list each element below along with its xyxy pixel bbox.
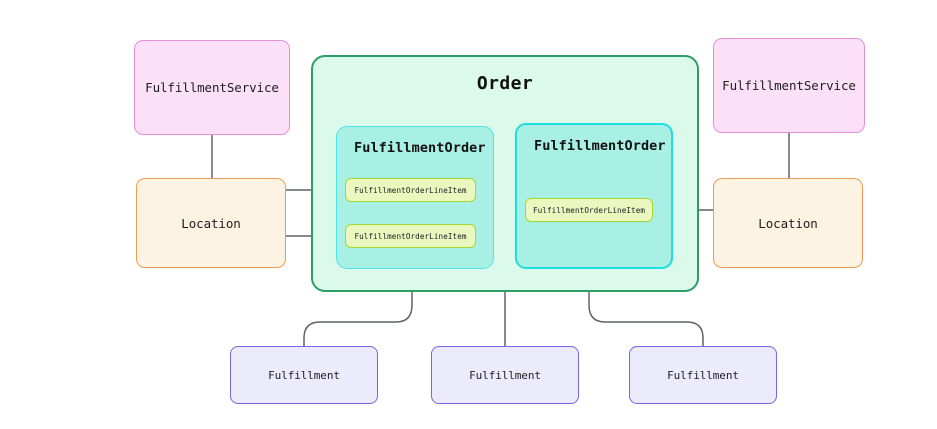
fulfillment-order-line-item-2[interactable]: FulfillmentOrderLineItem	[345, 224, 476, 248]
fulfillment-service-left[interactable]: FulfillmentService	[134, 40, 290, 135]
location-left-label: Location	[181, 215, 241, 231]
location-left[interactable]: Location	[136, 178, 286, 268]
fulfillment-order-right[interactable]: FulfillmentOrder	[515, 123, 673, 269]
fulfillment-order-line-item-1-label: FulfillmentOrderLineItem	[354, 185, 467, 195]
fulfillment-service-left-label: FulfillmentService	[145, 80, 279, 95]
order-label: Order	[476, 73, 534, 94]
fulfillment-order-right-label: FulfillmentOrder	[534, 138, 666, 154]
fulfillment-order-left-label: FulfillmentOrder	[354, 140, 486, 156]
fulfillment-3-label: Fulfillment	[667, 368, 739, 382]
fulfillment-2[interactable]: Fulfillment	[431, 346, 579, 404]
fulfillment-service-right[interactable]: FulfillmentService	[713, 38, 865, 133]
location-right[interactable]: Location	[713, 178, 863, 268]
fulfillment-order-line-item-1[interactable]: FulfillmentOrderLineItem	[345, 178, 476, 202]
fulfillment-2-label: Fulfillment	[469, 368, 541, 382]
fulfillment-1[interactable]: Fulfillment	[230, 346, 378, 404]
fulfillment-service-right-label: FulfillmentService	[722, 78, 856, 93]
fulfillment-order-line-item-2-label: FulfillmentOrderLineItem	[354, 231, 467, 241]
fulfillment-order-line-item-3-label: FulfillmentOrderLineItem	[532, 205, 646, 215]
fulfillment-3[interactable]: Fulfillment	[629, 346, 777, 404]
location-right-label: Location	[758, 215, 818, 231]
fulfillment-1-label: Fulfillment	[268, 368, 340, 382]
fulfillment-order-line-item-3[interactable]: FulfillmentOrderLineItem	[525, 198, 653, 222]
